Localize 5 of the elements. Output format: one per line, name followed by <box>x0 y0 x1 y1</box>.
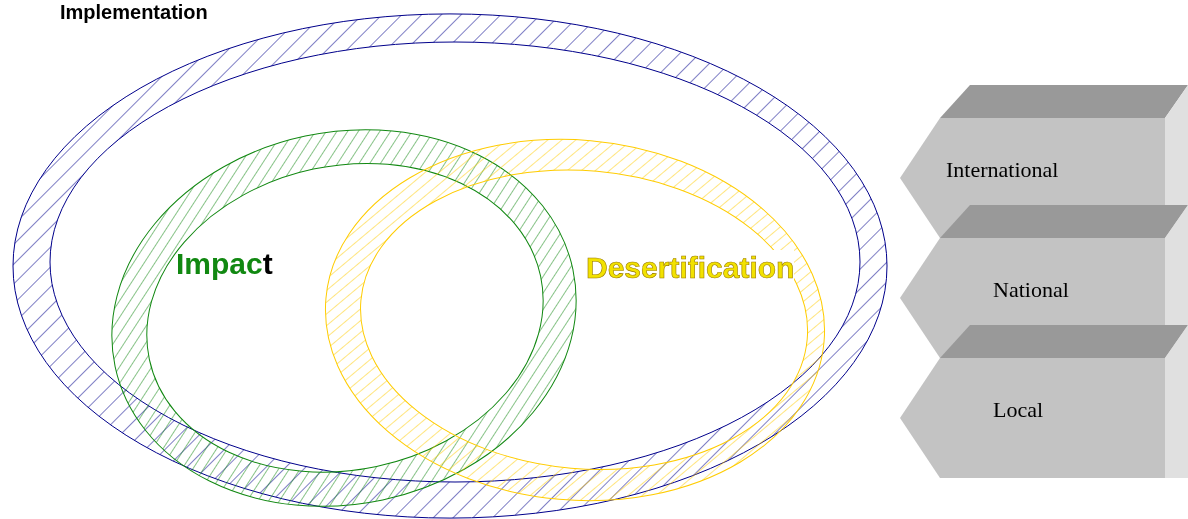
level-label: International <box>946 157 1059 183</box>
heading: Implementation <box>60 0 208 24</box>
level-label: National <box>993 277 1069 303</box>
level-label: Local <box>993 397 1044 423</box>
ring-label: Impact <box>176 246 273 282</box>
